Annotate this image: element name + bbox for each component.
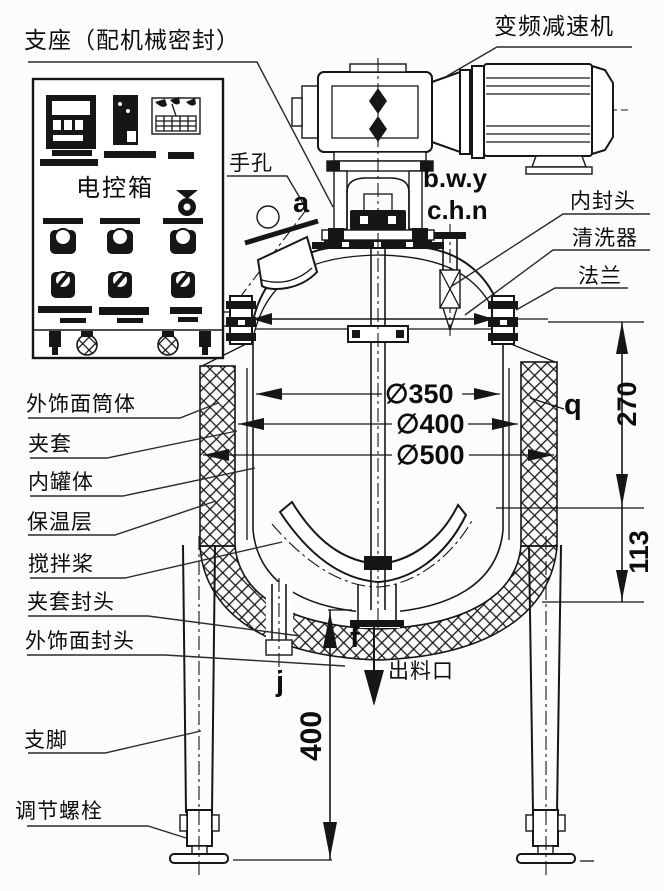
letters-bwy: b.w.y <box>423 163 488 193</box>
control-box-label: 电控箱 <box>76 175 154 202</box>
label-outer-head: 外饰面封头 <box>25 630 135 653</box>
label-insulation: 保温层 <box>27 511 93 534</box>
dim-dia-350: ∅350 <box>385 379 454 409</box>
gearbox <box>291 63 433 153</box>
label-adjust-bolt: 调节螺栓 <box>15 800 103 823</box>
agitator-paddle <box>271 500 474 588</box>
dim-dia-500: ∅500 <box>396 440 465 470</box>
drain-tube <box>265 578 293 692</box>
dim-400: 400 <box>295 711 328 761</box>
dim-113: 113 <box>624 530 654 574</box>
letters-chn: c.h.n <box>427 195 488 225</box>
label-outer-shell: 外饰面筒体 <box>26 393 136 416</box>
hand-hole-knob <box>256 205 280 229</box>
label-paddle: 搅拌桨 <box>28 553 94 576</box>
hand-hole <box>237 205 319 301</box>
leg-dimension: 400 <box>233 609 594 862</box>
motor <box>483 63 614 175</box>
label-cleaner: 清洗器 <box>572 227 638 250</box>
label-outlet: 出料口 <box>388 660 454 683</box>
right-side-flange <box>488 295 548 345</box>
indicator-panel <box>113 95 138 145</box>
right-dimensions: 270 113 <box>496 321 654 603</box>
label-flange: 法兰 <box>578 265 622 288</box>
label-inner-tank: 内罐体 <box>28 471 94 494</box>
coupling-disc <box>459 69 471 155</box>
outlet-flange <box>350 620 404 627</box>
label-jacket-head: 夹套封头 <box>27 591 115 614</box>
switch-row-1 <box>43 218 203 254</box>
dim-dia-400: ∅400 <box>396 409 465 439</box>
letter-a: a <box>293 187 310 219</box>
cable-glands <box>49 331 211 356</box>
controller-display <box>46 95 96 149</box>
dim-270: 270 <box>612 381 642 426</box>
leader-lines <box>27 46 650 839</box>
letter-f: f <box>350 622 360 654</box>
right-leg <box>516 536 576 876</box>
labels: 支座（配机械密封） 变频减速机 手孔 内封头 清洗器 法兰 外饰面筒体 夹套 内… <box>15 13 638 823</box>
cleaner-nozzle <box>434 224 466 336</box>
analog-meter <box>151 97 201 135</box>
mounting-stool <box>326 151 434 230</box>
switch-row-2 <box>51 271 195 298</box>
label-jacket: 夹套 <box>28 433 72 456</box>
coupling-disc-2 <box>471 65 485 159</box>
letter-q: q <box>564 389 582 421</box>
letter-j: j <box>275 666 284 698</box>
jacket-nozzles <box>223 295 548 345</box>
small-knob-icon <box>176 190 198 216</box>
agitator-shaft <box>347 58 409 636</box>
label-inner-head: 内封头 <box>570 190 636 213</box>
diameter-dimensions: ∅350 ∅400 ∅500 <box>203 379 554 470</box>
outlet-nozzle <box>350 584 404 627</box>
discharge-arrow <box>364 627 384 706</box>
control-box: 电控箱 <box>31 77 225 360</box>
left-side-flange <box>226 295 256 345</box>
label-hand-hole: 手孔 <box>229 152 273 175</box>
label-leg: 支脚 <box>24 729 68 752</box>
bell-adapter <box>431 70 461 154</box>
label-vfd-reducer: 变频减速机 <box>494 13 614 39</box>
motor-foot <box>531 155 587 168</box>
label-support: 支座（配机械密封） <box>24 27 240 53</box>
